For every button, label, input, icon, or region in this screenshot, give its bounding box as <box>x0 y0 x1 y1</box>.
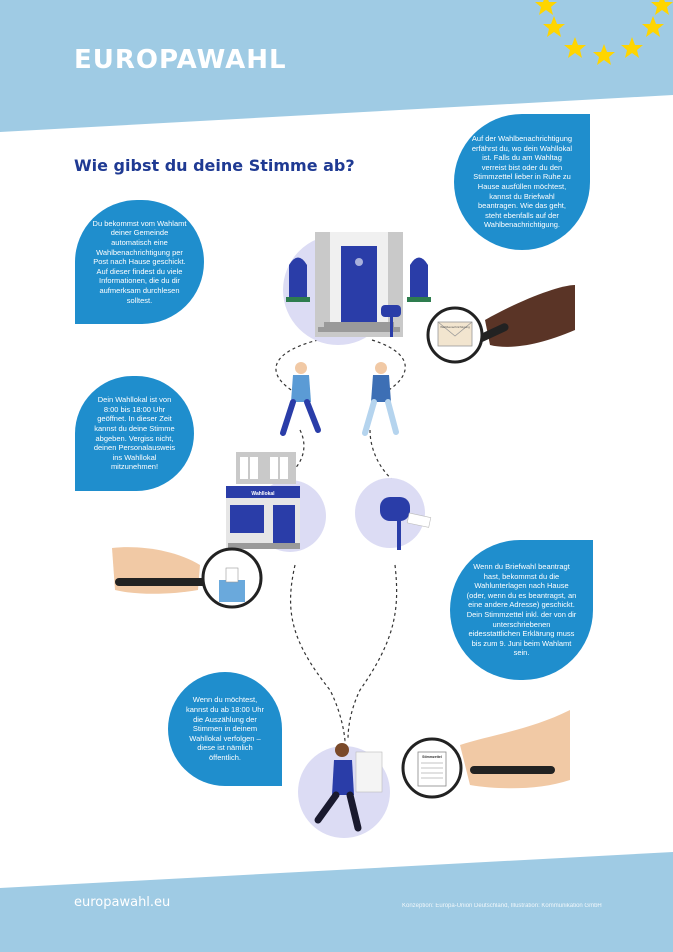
bubble-polling-place-info-text: Auf der Wahlbenachrichtigung erfährst du… <box>471 134 573 230</box>
bubble-notification: Du bekommst vom Wahlamt deiner Gemeinde … <box>75 200 204 324</box>
footer-band <box>0 852 673 952</box>
polling-station-scene: Wahllokal <box>226 452 326 552</box>
bubble-opening-hours-text: Dein Wahllokal ist von 8:00 bis 18:00 Uh… <box>93 395 176 472</box>
bubble-counting: Wenn du möchtest, kannst du ab 18:00 Uhr… <box>168 672 282 786</box>
hand-envelope-magnifier: Wahlbenachrichtigung <box>426 285 575 364</box>
footer-url-link[interactable]: europawahl.eu <box>74 895 171 910</box>
house-scene <box>283 232 431 345</box>
envelope-text: Wahlbenachrichtigung <box>440 325 470 329</box>
hand-ballot-box-magnifier <box>112 547 263 609</box>
bubble-opening-hours: Dein Wahllokal ist von 8:00 bis 18:00 Uh… <box>75 376 194 491</box>
mailbox-scene <box>355 478 432 550</box>
ballot-counting-scene <box>298 743 390 838</box>
bubble-polling-place-info: Auf der Wahlbenachrichtigung erfährst du… <box>454 114 590 250</box>
person-walking-left <box>280 362 321 436</box>
bubble-postal-vote: Wenn du Briefwahl beantragt hast, bekomm… <box>450 540 593 680</box>
page-title: EUROPAWAHL <box>74 45 287 75</box>
hand-ballot-paper-magnifier: Stimmzettel <box>401 710 570 799</box>
bubble-notification-text: Du bekommst vom Wahlamt deiner Gemeinde … <box>92 218 187 305</box>
person-walking-right <box>362 362 399 436</box>
eu-stars-icon <box>535 0 673 65</box>
header-band <box>0 0 673 132</box>
bubble-counting-text: Wenn du möchtest, kannst du ab 18:00 Uhr… <box>186 695 264 762</box>
section-heading: Wie gibst du deine Stimme ab? <box>74 156 355 175</box>
footer-credits: Konzeption: Europa-Union Deutschland, Il… <box>402 903 602 909</box>
polling-station-sign: Wahllokal <box>251 491 275 497</box>
ballot-paper-label: Stimmzettel <box>422 755 442 759</box>
bubble-postal-vote-text: Wenn du Briefwahl beantragt hast, bekomm… <box>466 562 577 658</box>
